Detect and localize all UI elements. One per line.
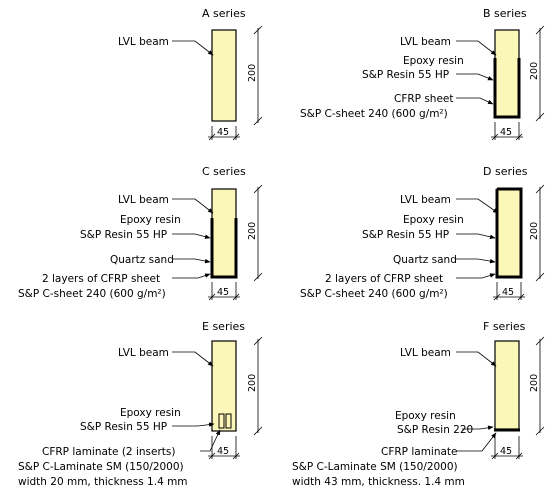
width-dim-c-value: 45 <box>217 287 229 298</box>
height-dimension-f: 200 <box>529 336 545 436</box>
label-b-epoxy: Epoxy resin <box>403 55 464 67</box>
leader-d-lvl <box>456 198 499 214</box>
width-dim-f-value: 45 <box>500 446 512 457</box>
height-dim-d-value: 200 <box>529 222 540 240</box>
label-f-lvl-beam: LVL beam <box>400 347 451 359</box>
label-c-quartz: Quartz sand <box>110 254 174 266</box>
leader-e-lvl <box>172 351 214 367</box>
label-c-lvl-beam: LVL beam <box>118 194 169 206</box>
leader-c-lvl <box>172 198 214 214</box>
leader-b-epoxy <box>456 73 494 81</box>
panel-d-title: D series <box>483 165 528 178</box>
panel-f-title: F series <box>483 320 526 333</box>
cfrp-sheet-c <box>210 218 238 279</box>
height-dim-e-value: 200 <box>247 374 258 392</box>
width-dim-a-value: 45 <box>217 127 229 138</box>
leader-a-lvl <box>172 40 214 56</box>
label-d-csheet: S&P C-sheet 240 (600 g/m²) <box>300 288 448 300</box>
width-dimension-a: 45 <box>208 126 240 141</box>
label-e-lvl-beam: LVL beam <box>118 347 169 359</box>
label-b-csheet: S&P C-sheet 240 (600 g/m²) <box>300 108 448 120</box>
leader-e-epoxy <box>172 422 215 427</box>
panel-a-series: A series LVL beam 200 45 <box>118 7 263 141</box>
cfrp-laminate-insert-left <box>218 413 225 429</box>
lvl-beam-a <box>211 29 237 122</box>
label-e-epoxy: Epoxy resin <box>120 407 181 419</box>
leader-b-cfrp <box>456 97 494 105</box>
height-dimension-b: 200 <box>529 25 545 122</box>
label-f-resin: S&P Resin 220 <box>397 424 473 436</box>
label-f-claminate: S&P C-Laminate SM (150/2000) <box>292 461 458 473</box>
leader-b-lvl <box>456 40 497 56</box>
label-c-2layers: 2 layers of CFRP sheet <box>42 273 160 285</box>
leader-e-laminate <box>200 429 221 452</box>
label-e-resin: S&P Resin 55 HP <box>80 421 167 433</box>
leader-d-epoxy <box>456 233 496 240</box>
panel-e-title: E series <box>202 320 245 333</box>
panel-c-series: C series LVL beam Epoxy resin S&P Resin … <box>18 165 263 301</box>
cfrp-laminate-insert-right <box>225 413 232 429</box>
panel-f-series: F series LVL beam Epoxy resin S&P Resin … <box>292 320 545 488</box>
label-d-2layers: 2 layers of CFRP sheet <box>325 273 443 285</box>
lvl-beam-c <box>211 188 237 278</box>
cfrp-sheet-b <box>493 58 521 119</box>
height-dimension-a: 200 <box>247 25 263 126</box>
label-d-resin: S&P Resin 55 HP <box>362 229 449 241</box>
label-f-laminate: CFRP laminate <box>381 446 458 458</box>
width-dim-b-value: 45 <box>500 127 512 138</box>
width-dimension-e: 45 <box>208 436 240 460</box>
leader-f-lvl <box>456 351 497 367</box>
leader-c-epoxy <box>172 233 211 239</box>
lvl-beam-d <box>496 188 522 278</box>
height-dimension-e: 200 <box>247 336 263 436</box>
height-dim-b-value: 200 <box>529 62 540 80</box>
panel-e-series: E series LVL beam Epoxy resin S&P Resin … <box>18 320 263 488</box>
label-a-lvl-beam: LVL beam <box>118 36 169 48</box>
width-dim-e-value: 45 <box>217 446 229 457</box>
panel-a-title: A series <box>202 7 246 20</box>
panel-b-series: B series LVL beam Epoxy resin S&P Resin … <box>300 7 545 141</box>
width-dimension-b: 45 <box>491 122 523 141</box>
label-e-claminate: S&P C-Laminate SM (150/2000) <box>18 461 184 473</box>
label-e-laminate: CFRP laminate (2 inserts) <box>42 446 175 458</box>
label-d-lvl-beam: LVL beam <box>400 194 451 206</box>
label-f-epoxy: Epoxy resin <box>395 410 456 422</box>
height-dimension-d: 200 <box>529 184 545 282</box>
leader-f-epoxy <box>462 425 494 430</box>
label-e-dimensions: width 20 mm, thickness 1.4 mm <box>18 476 188 488</box>
panel-c-title: C series <box>202 165 246 178</box>
leader-d-quartz <box>456 258 496 264</box>
lvl-beam-f <box>494 340 520 430</box>
label-f-dimensions: width 43 mm, thickness. 1.4 mm <box>292 476 465 488</box>
leader-c-quartz <box>172 258 211 264</box>
label-b-cfrp: CFRP sheet <box>394 93 454 105</box>
label-c-resin: S&P Resin 55 HP <box>80 229 167 241</box>
label-d-quartz: Quartz sand <box>393 254 457 266</box>
width-dimension-c: 45 <box>208 282 240 301</box>
width-dimension-f: 45 <box>491 436 523 460</box>
label-b-resin: S&P Resin 55 HP <box>362 69 449 81</box>
width-dim-d-value: 45 <box>502 287 514 298</box>
label-c-csheet: S&P C-sheet 240 (600 g/m²) <box>18 288 166 300</box>
panel-d-series: D series LVL beam Epoxy resin S&P Resin … <box>300 165 545 301</box>
panel-b-title: B series <box>483 7 527 20</box>
height-dim-f-value: 200 <box>529 374 540 392</box>
label-c-epoxy: Epoxy resin <box>120 214 181 226</box>
width-dimension-d: 45 <box>493 282 525 301</box>
height-dim-c-value: 200 <box>247 222 258 240</box>
label-b-lvl-beam: LVL beam <box>400 36 451 48</box>
leader-d-2layers <box>456 273 496 279</box>
label-d-epoxy: Epoxy resin <box>403 214 464 226</box>
leader-c-2layers <box>172 273 211 279</box>
height-dimension-c: 200 <box>247 184 263 282</box>
cfrp-sheet-d <box>495 187 523 279</box>
height-dim-a-value: 200 <box>247 64 258 82</box>
lvl-beam-b <box>494 29 520 118</box>
leader-f-laminate <box>456 432 497 452</box>
